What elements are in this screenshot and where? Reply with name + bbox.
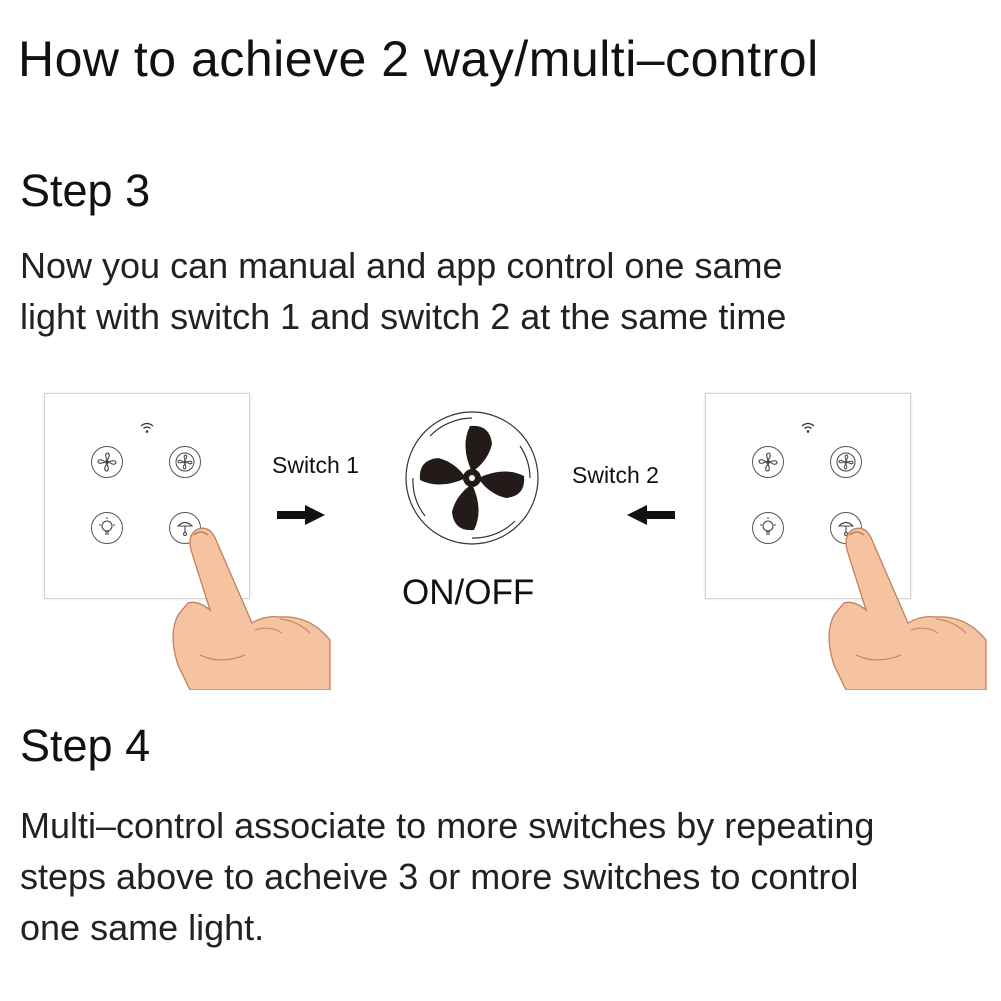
fan-icon xyxy=(97,452,117,472)
step3-line: Now you can manual and app control one s… xyxy=(20,245,783,286)
step4-line: one same light. xyxy=(20,907,265,948)
fan-button[interactable] xyxy=(91,446,123,478)
step3-line: light with switch 1 and switch 2 at the … xyxy=(20,296,787,337)
switch-panel-1 xyxy=(44,393,250,599)
switch1-label: Switch 1 xyxy=(272,452,359,478)
step3-description: Now you can manual and app control one s… xyxy=(20,240,786,342)
fan-speed-button[interactable] xyxy=(169,446,201,478)
fan-button[interactable] xyxy=(752,446,784,478)
step4-line: steps above to acheive 3 or more switche… xyxy=(20,856,859,897)
hand-icon xyxy=(172,527,331,690)
step3-heading: Step 3 xyxy=(20,165,151,216)
fan-speed-icon xyxy=(836,452,856,472)
step4-line: Multi–control associate to more switches… xyxy=(20,805,875,846)
arrow-left-icon xyxy=(627,505,675,525)
hand-icon xyxy=(828,527,987,690)
fan-icon xyxy=(758,452,778,472)
wifi-icon xyxy=(801,422,815,433)
light-icon xyxy=(760,517,776,535)
step4-heading: Step 4 xyxy=(20,720,151,771)
fan-speed-button[interactable] xyxy=(830,446,862,478)
fan-light-icon xyxy=(176,521,194,536)
light-icon xyxy=(99,517,115,535)
arrow-right-icon xyxy=(277,505,325,525)
light-button[interactable] xyxy=(752,512,784,544)
fan-speed-icon xyxy=(175,452,195,472)
switch2-label: Switch 2 xyxy=(572,462,659,488)
page-title: How to achieve 2 way/multi–control xyxy=(18,31,819,87)
on-off-label: ON/OFF xyxy=(402,573,535,612)
step4-description: Multi–control associate to more switches… xyxy=(20,800,874,953)
wifi-icon xyxy=(140,422,154,433)
light-button[interactable] xyxy=(91,512,123,544)
fan-icon xyxy=(405,411,539,545)
